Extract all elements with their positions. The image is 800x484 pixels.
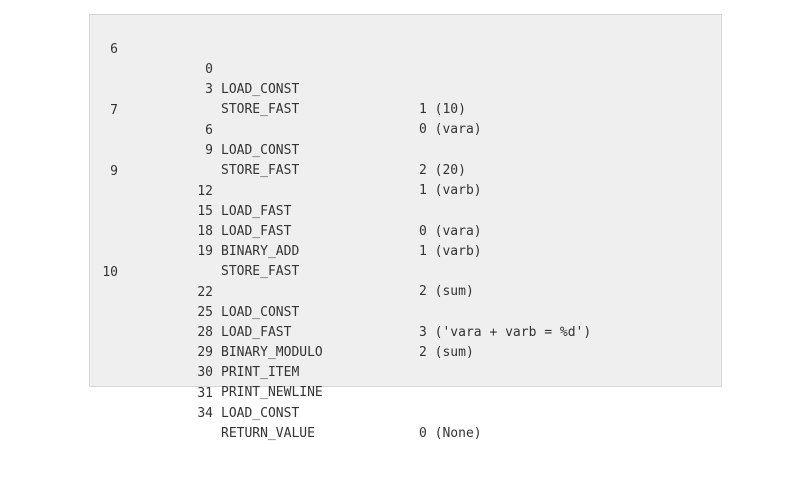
bytecode-offset: 19	[197, 244, 213, 259]
opcode-name: PRINT_ITEM	[221, 365, 300, 380]
opcode-name: LOAD_CONST	[221, 305, 300, 320]
bytecode-offset: 0	[205, 62, 213, 77]
bytecode-offset: 30	[197, 365, 213, 380]
listing-line: 34 RETURN_VALUE	[90, 364, 315, 441]
opcode-name: STORE_FAST	[221, 163, 300, 178]
opcode-argument: 2 (sum)	[419, 345, 474, 360]
source-line-number: 10	[102, 265, 118, 280]
bytecode-offset: 31	[197, 386, 213, 401]
opcode-argument: 1 (varb)	[419, 183, 482, 198]
listing-line: 3 STORE_FAST 0 (vara)	[90, 40, 481, 137]
opcode-argument: 1 (10)	[419, 102, 466, 117]
listing-line: 31 LOAD_CONST 0 (None)	[90, 344, 481, 441]
opcode-name: STORE_FAST	[221, 264, 300, 279]
opcode-name: LOAD_FAST	[221, 204, 292, 219]
opcode-name: LOAD_FAST	[221, 224, 292, 239]
opcode-argument: 2 (sum)	[419, 284, 474, 299]
opcode-argument: 0 (vara)	[419, 122, 482, 137]
opcode-argument: 3 ('vara + varb = %d')	[419, 325, 592, 340]
opcode-name: BINARY_ADD	[221, 244, 300, 259]
listing-line: 9 STORE_FAST 1 (varb)	[90, 101, 481, 198]
listing-line: 25 LOAD_FAST 2 (sum)	[90, 263, 473, 360]
listing-line: 30 PRINT_NEWLINE	[90, 323, 322, 400]
listing-line: 15 LOAD_FAST 1 (varb)	[90, 162, 481, 259]
bytecode-offset: 3	[205, 82, 213, 97]
opcode-argument: 1 (varb)	[419, 244, 482, 259]
listing-line: 9 12 LOAD_FAST 0 (vara)	[90, 142, 481, 239]
bytecode-offset: 6	[205, 123, 213, 138]
listing-line: 29 PRINT_ITEM	[90, 303, 299, 380]
bytecode-listing: 6 0 LOAD_CONST 1 (10) 3 STORE_FAST 0 (va…	[89, 14, 722, 441]
source-line-number: 9	[110, 164, 118, 179]
source-line-number: 6	[110, 42, 118, 57]
bytecode-offset: 12	[197, 184, 213, 199]
bytecode-offset: 29	[197, 345, 213, 360]
source-line-number: 7	[110, 103, 118, 118]
opcode-name: LOAD_CONST	[221, 82, 300, 97]
listing-line: 28 BINARY_MODULO	[90, 283, 322, 360]
opcode-name: STORE_FAST	[221, 102, 300, 117]
bytecode-offset: 15	[197, 204, 213, 219]
listing-line: 19 STORE_FAST 2 (sum)	[90, 202, 473, 299]
bytecode-offset: 22	[197, 285, 213, 300]
opcode-argument: 0 (None)	[419, 426, 482, 441]
opcode-argument: 0 (vara)	[419, 224, 482, 239]
bytecode-offset: 9	[205, 143, 213, 158]
bytecode-offset: 34	[197, 406, 213, 421]
listing-line: 10 22 LOAD_CONST 3 ('vara + varb = %d')	[90, 243, 591, 340]
listing-line: 7 6 LOAD_CONST 2 (20)	[90, 81, 466, 178]
bytecode-offset: 18	[197, 224, 213, 239]
bytecode-offset: 28	[197, 325, 213, 340]
opcode-name: LOAD_CONST	[221, 406, 300, 421]
opcode-name: PRINT_NEWLINE	[221, 385, 323, 400]
opcode-name: LOAD_FAST	[221, 325, 292, 340]
opcode-name: RETURN_VALUE	[221, 426, 315, 441]
opcode-name: LOAD_CONST	[221, 143, 300, 158]
opcode-name: BINARY_MODULO	[221, 345, 323, 360]
bytecode-offset: 25	[197, 305, 213, 320]
opcode-argument: 2 (20)	[419, 163, 466, 178]
listing-line: 6 0 LOAD_CONST 1 (10)	[90, 20, 466, 117]
listing-line: 18 BINARY_ADD	[90, 182, 299, 259]
